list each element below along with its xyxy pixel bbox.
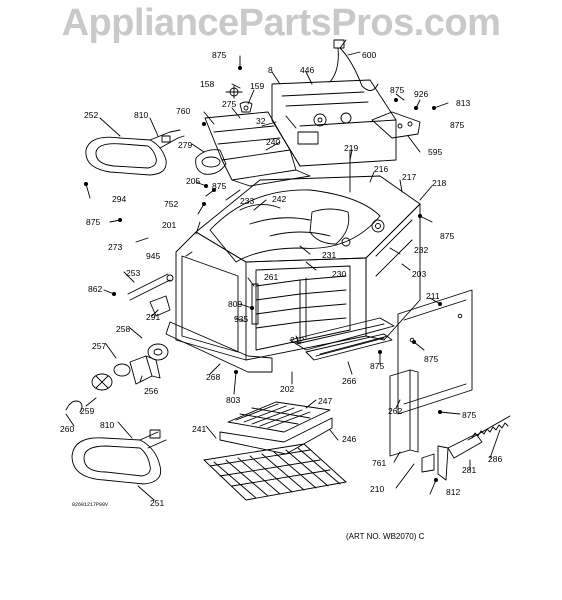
part-label: 268 (206, 372, 220, 382)
insulation-blanket (209, 189, 381, 263)
part-label: 202 (280, 384, 294, 394)
part-label: 259 (80, 406, 94, 416)
part-label: 241 (192, 424, 206, 434)
part-label: 211 (426, 291, 440, 301)
part-label: 247 (318, 396, 332, 406)
part-label: 217 (402, 172, 416, 182)
top-duct-panel (204, 111, 291, 161)
sensor-probe (127, 273, 171, 301)
oven-front-frame (175, 231, 247, 361)
part-label: 205 (186, 176, 200, 186)
part-label: 875 (450, 120, 464, 130)
broil-pan-support (305, 333, 393, 361)
part-label: 216 (374, 164, 388, 174)
part-label: 446 (300, 65, 314, 75)
part-label: 862 (88, 284, 102, 294)
part-label: 246 (342, 434, 356, 444)
oven-cavity-top (195, 175, 421, 263)
watermark: AppliancePartsPros.com (61, 2, 501, 44)
part-label: 256 (144, 386, 158, 396)
part-label: 251 (150, 498, 164, 508)
part-label: 875 (424, 354, 438, 364)
part-label: 812 (446, 487, 460, 497)
door-hinge (447, 433, 483, 459)
part-labels: 875 600 8 446 158 159 875 926 813 252 81… (60, 50, 502, 508)
part-label: 258 (116, 324, 130, 334)
broil-pan (219, 417, 333, 455)
bottom-trim (165, 321, 273, 373)
part-label: 294 (112, 194, 126, 204)
upper-bake-element (85, 136, 167, 176)
part-label: 262 (388, 406, 402, 416)
part-label: 210 (370, 484, 384, 494)
part-label: 813 (456, 98, 470, 108)
part-label: 281 (462, 465, 476, 475)
part-label: 279 (178, 140, 192, 150)
part-label: 203 (412, 269, 426, 279)
part-label: 945 (146, 251, 160, 261)
part-label: 252 (84, 110, 98, 120)
part-label: 595 (428, 147, 442, 157)
bottom-vent (289, 317, 395, 351)
control-knob-259 (91, 373, 113, 391)
part-label: 266 (342, 376, 356, 386)
part-label: 218 (432, 178, 446, 188)
part-label: 875 (86, 217, 100, 227)
part-label: 231 (322, 250, 336, 260)
wire-harness (329, 39, 379, 91)
control-knob-258 (147, 343, 169, 361)
drawing-code: 02601217P00V (72, 502, 109, 508)
hinge-spring (467, 415, 511, 441)
part-label: 875 (212, 50, 226, 60)
spring-clip (65, 400, 83, 413)
part-label: 935 (234, 314, 248, 324)
broil-pan-grid (227, 401, 331, 433)
part-label: 233 (240, 196, 254, 206)
part-label: 875 (462, 410, 476, 420)
part-label: 32 (256, 116, 266, 126)
part-label: 926 (414, 89, 428, 99)
part-label: 253 (126, 268, 140, 278)
part-label: 260 (60, 424, 74, 434)
part-label: 201 (162, 220, 176, 230)
part-label: 291 (146, 312, 160, 322)
part-label: 261 (264, 272, 278, 282)
part-label: 761 (372, 458, 386, 468)
part-label: 760 (176, 106, 190, 116)
part-label: 275 (222, 99, 236, 109)
part-label: 8 (268, 65, 273, 75)
lower-bake-element (71, 437, 162, 485)
art-number: (ART NO. WB2070) C (346, 532, 425, 541)
part-label: 158 (200, 79, 214, 89)
part-label: 219 (344, 143, 358, 153)
part-label: 212 (290, 335, 304, 345)
oven-rack (203, 443, 347, 501)
part-label: 242 (272, 194, 286, 204)
part-label: 240 (266, 137, 280, 147)
part-label: 600 (362, 50, 376, 60)
part-label: 232 (414, 245, 428, 255)
part-label: 286 (488, 454, 502, 464)
side-panel (397, 289, 473, 415)
thermostat-cover (195, 149, 227, 175)
part-label: 875 (212, 181, 226, 191)
part-label: 803 (226, 395, 240, 405)
part-label: 810 (100, 420, 114, 430)
part-label: 875 (370, 361, 384, 371)
part-label: 752 (164, 199, 178, 209)
part-label: 257 (92, 341, 106, 351)
part-label: 809 (228, 299, 242, 309)
part-label: 810 (134, 110, 148, 120)
part-label: 875 (440, 231, 454, 241)
part-label: 875 (390, 85, 404, 95)
part-label: 230 (332, 269, 346, 279)
rack-supports (255, 279, 301, 329)
part-label: 159 (250, 81, 264, 91)
part-label: 273 (108, 242, 122, 252)
